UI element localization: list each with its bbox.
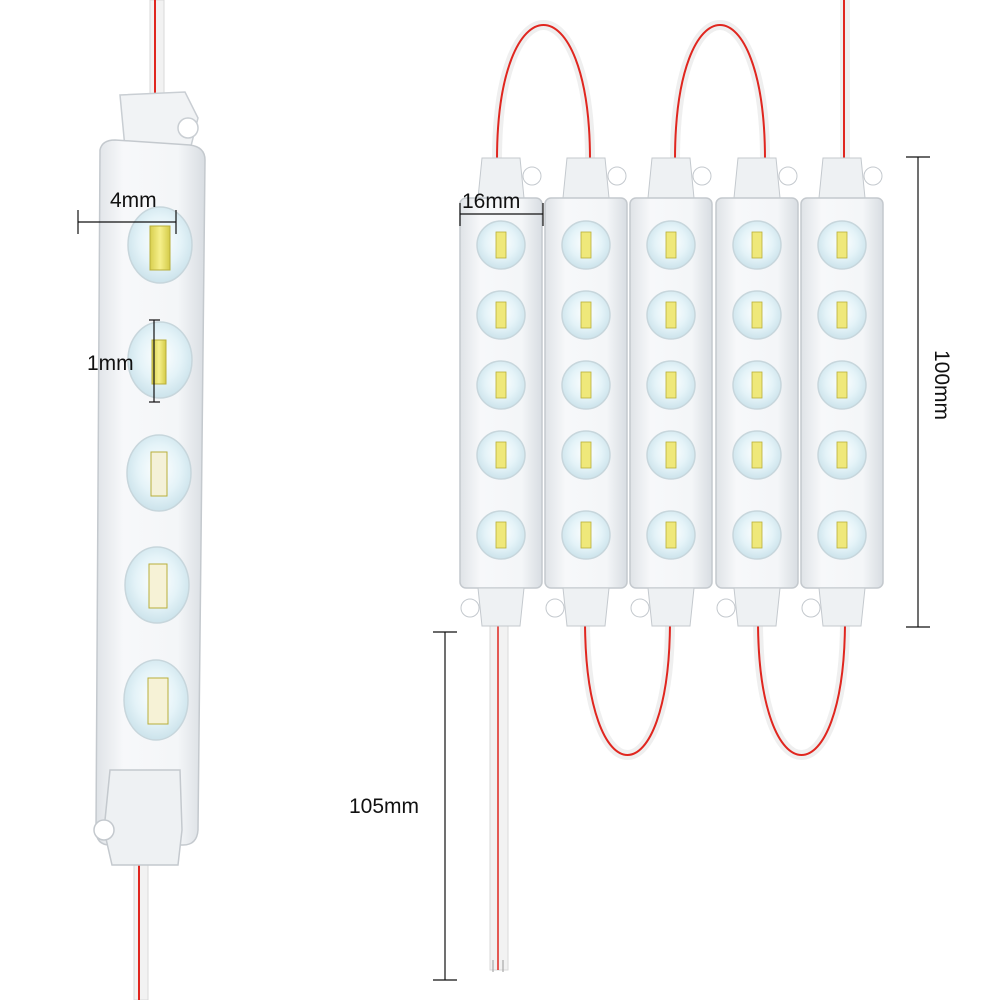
- mount-hole-bottom: [93, 819, 115, 841]
- wire-top-lead: [840, 0, 850, 160]
- led-chip: [495, 301, 507, 329]
- led-chip: [580, 301, 592, 329]
- wire-bottom-lead: [489, 619, 509, 972]
- dimension-led-thickness: [149, 319, 160, 403]
- led-chip: [751, 521, 763, 549]
- mount-hole: [716, 598, 736, 618]
- mount-hole: [545, 598, 565, 618]
- label-led-thickness: 1mm: [87, 352, 134, 375]
- wire-top: [149, 0, 165, 96]
- led-chip: [495, 231, 507, 259]
- led-chip: [836, 301, 848, 329]
- led-chip: [665, 231, 677, 259]
- chain-module-5: [800, 157, 884, 627]
- led-chip: [495, 441, 507, 469]
- wire-bottom: [133, 859, 149, 1000]
- led-chip: [580, 441, 592, 469]
- mount-hole: [607, 166, 627, 186]
- led-chip: [495, 371, 507, 399]
- led-4: [124, 546, 190, 624]
- module-bottom-cap: [103, 769, 183, 866]
- module-bottom-cap: [818, 587, 866, 627]
- module-chain: [459, 0, 884, 972]
- led-chip: [751, 301, 763, 329]
- dimension-wire-length: [433, 631, 457, 981]
- led-chip: [580, 521, 592, 549]
- led-chip: [580, 231, 592, 259]
- led-chip: [836, 441, 848, 469]
- led-2: [127, 321, 193, 399]
- wire-loop-bottom-1: [580, 619, 675, 760]
- led-chip: [751, 231, 763, 259]
- wire-loop-bottom-2: [753, 619, 850, 760]
- led-chip: [836, 231, 848, 259]
- led-1: [127, 206, 193, 284]
- dimension-module-width: [459, 203, 544, 226]
- dimension-module-length: [906, 156, 930, 628]
- mount-hole: [460, 598, 480, 618]
- module-top-cap: [562, 157, 610, 199]
- led-chip: [665, 521, 677, 549]
- chain-module-3: [629, 157, 713, 627]
- module-bottom-cap: [477, 587, 525, 627]
- mount-hole: [630, 598, 650, 618]
- label-module-length: 100mm: [930, 350, 953, 421]
- module-top-cap: [647, 157, 695, 199]
- led-chip: [665, 371, 677, 399]
- module-bottom-cap: [647, 587, 695, 627]
- led-chip: [495, 521, 507, 549]
- module-bottom-cap: [733, 587, 781, 627]
- led-chip: [580, 371, 592, 399]
- module-top-cap: [733, 157, 781, 199]
- led-chip: [836, 521, 848, 549]
- single-module-closeup: [77, 0, 206, 1000]
- led-chip: [751, 371, 763, 399]
- mount-hole: [778, 166, 798, 186]
- mount-hole: [801, 598, 821, 618]
- mount-hole: [522, 166, 542, 186]
- chain-module-1: [459, 157, 543, 627]
- chain-module-2: [544, 157, 628, 627]
- led-chip: [665, 301, 677, 329]
- label-led-width: 4mm: [110, 189, 157, 212]
- dimension-led-width: [77, 210, 177, 234]
- chain-module-4: [715, 157, 799, 627]
- mount-hole: [692, 166, 712, 186]
- led-3: [126, 434, 192, 512]
- module-bottom-cap: [562, 587, 610, 627]
- led-chip: [665, 441, 677, 469]
- mount-hole: [863, 166, 883, 186]
- led-5: [123, 659, 189, 741]
- mount-hole-top: [177, 117, 199, 139]
- wire-loop-top-1: [492, 20, 595, 161]
- module-top-cap: [818, 157, 866, 199]
- wire-loop-top-2: [670, 20, 770, 161]
- led-chip: [751, 441, 763, 469]
- label-wire-length: 105mm: [349, 795, 420, 818]
- led-chip: [836, 371, 848, 399]
- label-module-width: 16mm: [462, 190, 521, 213]
